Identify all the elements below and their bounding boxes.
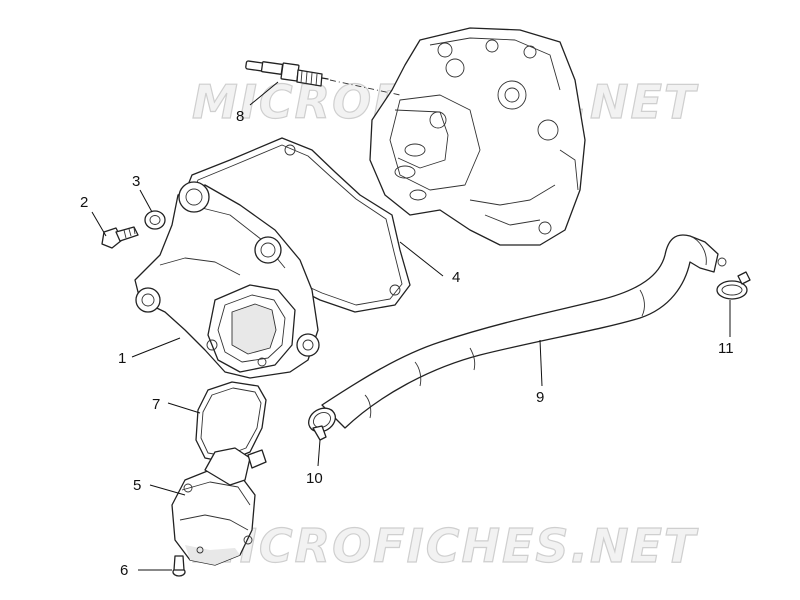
housing-screw [172,555,186,577]
valve-cover [134,181,320,379]
hose-clip-upper [716,271,751,300]
callout-2: 2 [80,194,88,211]
cylinder-head [369,27,586,246]
callout-3: 3 [132,173,140,190]
callout-8: 8 [236,108,244,125]
leader-lines [91,81,731,571]
oil-separator-housing [171,447,267,566]
callout-5: 5 [133,477,141,494]
spark-plug [245,60,329,87]
oil-separator-seal [195,381,267,463]
hose-clip-lower [308,407,336,441]
cover-bolt [101,226,139,249]
watermark-bottom: MICROFICHES.NET [192,519,699,573]
callout-1: 1 [118,350,126,367]
callout-11: 11 [718,340,734,357]
callout-4: 4 [452,269,460,286]
sealing-washer [144,210,166,230]
breather-hose [321,234,727,429]
callout-9: 9 [536,389,544,406]
callout-7: 7 [152,396,160,413]
callout-6: 6 [120,562,128,579]
callout-10: 10 [306,470,323,487]
